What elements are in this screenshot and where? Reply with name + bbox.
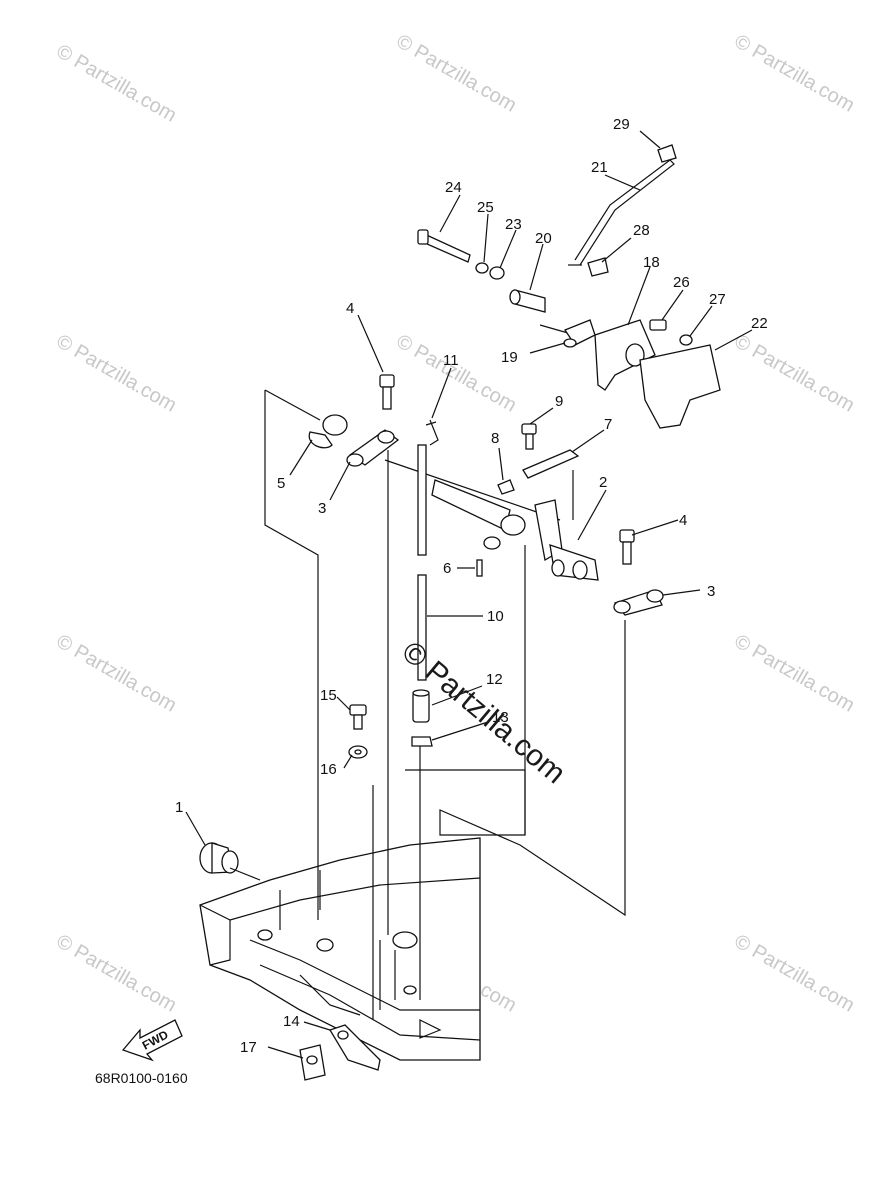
watermark: © Partzilla.com	[731, 30, 859, 116]
callout-21: 21	[591, 159, 608, 176]
clamps-part-3	[308, 414, 664, 616]
shift-rod	[417, 419, 439, 681]
grommet-part-1	[199, 842, 261, 881]
callout-24: 24	[445, 179, 462, 196]
callout-4: 4	[679, 512, 687, 529]
callout-11: 11	[443, 352, 459, 369]
callout-28: 28	[633, 222, 650, 239]
diagram-code: 68R0100-0160	[95, 1070, 188, 1086]
watermark: © Partzilla.com	[53, 930, 181, 1016]
callout-25: 25	[477, 199, 494, 216]
callout-16: 16	[320, 761, 337, 778]
callout-8: 8	[491, 430, 499, 447]
callout-22: 22	[751, 315, 768, 332]
callout-29: 29	[613, 116, 630, 133]
callout-9: 9	[555, 393, 563, 410]
callout-2: 2	[599, 474, 607, 491]
callout-10: 10	[487, 608, 504, 625]
shift-shaft-assembly	[431, 423, 599, 581]
callout-14: 14	[283, 1013, 300, 1030]
callout-5: 5	[277, 475, 285, 492]
watermark: © Partzilla.com	[731, 630, 859, 716]
callout-12: 12	[486, 671, 503, 688]
callout-13: 13	[492, 709, 509, 726]
watermark: © Partzilla.com	[53, 330, 181, 416]
callout-1: 1	[175, 799, 183, 816]
bolts-part-4	[379, 374, 635, 565]
callout-4: 4	[346, 300, 354, 317]
callout-6: 6	[443, 560, 451, 577]
watermark: © Partzilla.com	[731, 930, 859, 1016]
watermark: © Partzilla.com	[393, 30, 521, 116]
callout-leaders	[185, 130, 753, 1059]
fwd-arrow-icon: FWD	[121, 1019, 183, 1062]
bolt-washer-15-16	[348, 704, 368, 759]
callout-3: 3	[707, 583, 715, 600]
callout-26: 26	[673, 274, 690, 291]
watermark: © Partzilla.com	[53, 630, 181, 716]
bottom-cowling	[199, 837, 481, 1061]
callout-19: 19	[501, 349, 518, 366]
watermark: © Partzilla.com	[731, 330, 859, 416]
watermark: © Partzilla.com	[393, 330, 521, 416]
reference-lines	[264, 324, 626, 1020]
upper-bracket-assembly	[417, 144, 721, 429]
callout-3: 3	[318, 500, 326, 517]
callout-18: 18	[643, 254, 660, 271]
watermark: © Partzilla.com	[53, 40, 181, 126]
callout-15: 15	[320, 687, 337, 704]
callout-numbers: 1 2 3 3 4 4 5 6 7 8 9 10 11 12 13 14 15 …	[175, 116, 768, 1056]
clips-14-17	[299, 1024, 381, 1081]
callout-23: 23	[505, 216, 522, 233]
callout-17: 17	[240, 1039, 257, 1056]
callout-20: 20	[535, 230, 552, 247]
collar-nut	[411, 689, 433, 747]
callout-27: 27	[709, 291, 726, 308]
callout-7: 7	[604, 416, 612, 433]
